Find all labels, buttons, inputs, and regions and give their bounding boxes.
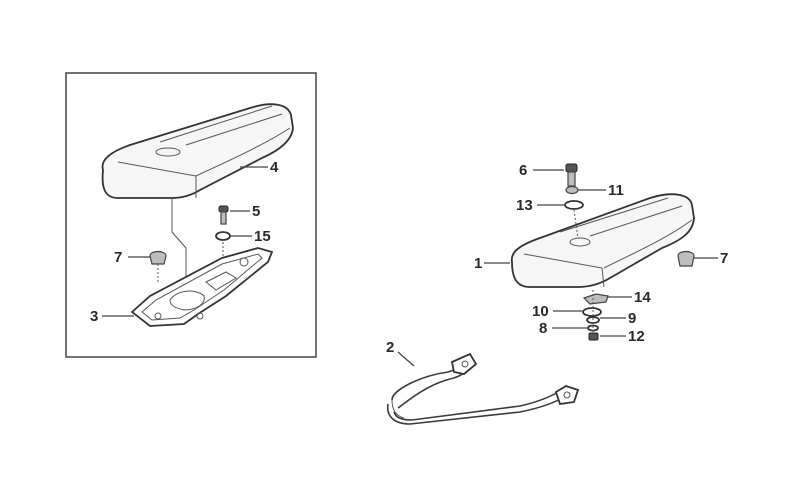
callout-2: 2 xyxy=(386,339,395,356)
spacer-part-11 xyxy=(565,185,579,195)
seat-strap-part-2 xyxy=(386,352,580,425)
seat-cowl-part-4 xyxy=(101,103,294,199)
nut-part-12 xyxy=(588,332,599,341)
callout-7-left: 7 xyxy=(114,249,123,266)
callout-10: 10 xyxy=(532,303,549,320)
callout-14: 14 xyxy=(634,289,651,306)
seat-cover-part-1 xyxy=(510,193,695,288)
bolt-part-6 xyxy=(565,163,578,187)
callout-7-right: 7 xyxy=(720,250,729,267)
bumper-part-7-left xyxy=(149,250,167,282)
bumper-part-7-right xyxy=(677,250,695,267)
callout-13: 13 xyxy=(516,197,533,214)
callout-12: 12 xyxy=(628,328,645,345)
callout-8: 8 xyxy=(539,320,548,337)
callout-9: 9 xyxy=(628,310,637,327)
washer-part-13 xyxy=(564,200,584,210)
base-plate-part-3 xyxy=(130,247,274,327)
screw-part-5 xyxy=(218,205,229,225)
clip-part-14 xyxy=(582,293,609,305)
callout-6: 6 xyxy=(519,162,528,179)
washer-part-10 xyxy=(582,307,602,317)
washer-part-15 xyxy=(215,231,231,241)
callout-11: 11 xyxy=(608,182,624,199)
inset-frame xyxy=(65,72,317,358)
callout-4: 4 xyxy=(270,159,279,176)
callout-1: 1 xyxy=(474,255,483,272)
callout-5: 5 xyxy=(252,203,261,220)
callout-15: 15 xyxy=(254,228,271,245)
callout-3: 3 xyxy=(90,308,99,325)
